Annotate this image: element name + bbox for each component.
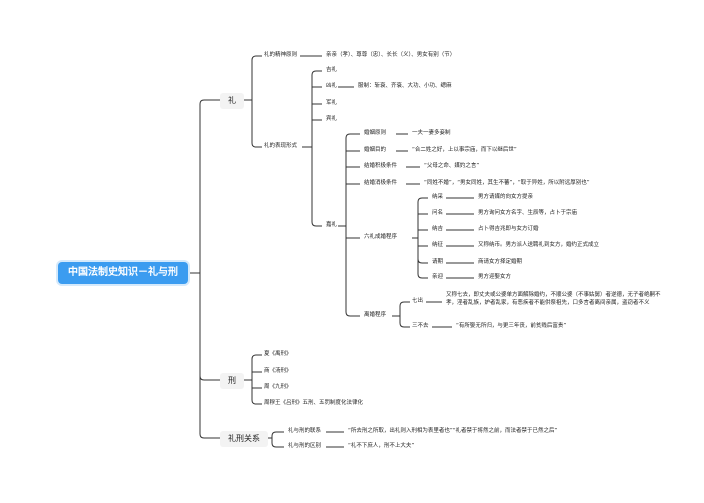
marriage-positive-value[interactable]: “父母之命、媒妁之言” xyxy=(424,163,480,169)
qichu-value[interactable]: 又称七去，即丈夫或公婆单方面解除婚约，不顺公婆（不事姑舅）者逆德，无子者绝嗣不孝… xyxy=(446,292,661,307)
li-spirit-value[interactable]: 亲亲（孝）、尊尊（忠）、长长（义）、男女有别（节） xyxy=(326,52,456,58)
relation-diff-label[interactable]: 礼与刑的区别 xyxy=(288,443,322,449)
marriage-negative-value[interactable]: “同姓不婚”，“男女同姓，其生不蕃”，“取于异姓，所以附远厚别也” xyxy=(424,180,590,186)
qichu-label[interactable]: 七出 xyxy=(412,298,424,304)
branch-relation[interactable]: 礼刑关系 xyxy=(220,431,268,447)
marriage-positive-label[interactable]: 结婚积极条件 xyxy=(364,163,398,169)
six-rite-value[interactable]: 商请女方择定婚期 xyxy=(478,259,523,265)
six-rite-value[interactable]: 男方询问女方名字、生辰等，占卜于宗庙 xyxy=(478,210,578,216)
six-rite-label[interactable]: 纳征 xyxy=(432,242,444,248)
six-rite-value[interactable]: 又称纳币。男方派人送聘礼到女方，婚约正式成立 xyxy=(478,242,600,248)
sanbuqu-label[interactable]: 三不去 xyxy=(412,323,429,329)
six-rite-label[interactable]: 问名 xyxy=(432,210,444,216)
rite-bin[interactable]: 宾礼 xyxy=(326,116,338,122)
rite-ji[interactable]: 吉礼 xyxy=(326,67,338,73)
rite-xiong[interactable]: 凶礼 xyxy=(326,83,338,89)
divorce-label[interactable]: 离婚程序 xyxy=(364,312,387,318)
six-rite-label[interactable]: 纳采 xyxy=(432,194,444,200)
marriage-principle-value[interactable]: 一夫一妻多妾制 xyxy=(412,130,451,136)
relation-diff-value[interactable]: “礼不下庶人，刑不上大夫” xyxy=(348,443,415,449)
branch-xing[interactable]: 刑 xyxy=(220,373,244,389)
xing-item[interactable]: 周《九刑》 xyxy=(264,384,292,390)
marriage-principle-label[interactable]: 婚姻原则 xyxy=(364,130,387,136)
xing-item[interactable]: 夏《禹刑》 xyxy=(264,351,292,357)
sanbuqu-value[interactable]: “有所娶无所归，与更三年丧，前贫贱后富贵” xyxy=(456,323,567,329)
six-rite-label[interactable]: 请期 xyxy=(432,259,444,265)
marriage-negative-label[interactable]: 结婚消极条件 xyxy=(364,180,398,186)
rite-jia[interactable]: 嘉礼 xyxy=(326,222,338,228)
root-topic[interactable]: 中国法制史知识－礼与刑 xyxy=(58,262,188,284)
six-rite-label[interactable]: 亲迎 xyxy=(432,274,444,280)
relation-link-label[interactable]: 礼与刑的联系 xyxy=(288,428,322,434)
six-rites-label[interactable]: 六礼成婚程序 xyxy=(364,234,398,240)
six-rite-label[interactable]: 纳吉 xyxy=(432,226,444,232)
xing-item[interactable]: 商《汤刑》 xyxy=(264,368,292,374)
six-rite-value[interactable]: 男方请媒的向女方提亲 xyxy=(478,194,534,200)
six-rite-value[interactable]: 男方迎娶女方 xyxy=(478,274,512,280)
relation-link-value[interactable]: “所去刑之所取，出礼则入刑相为表里者也”“礼者禁于将然之前，而法者禁于已然之后” xyxy=(348,428,558,434)
six-rite-value[interactable]: 占卜得吉兆即与女方订婚 xyxy=(478,226,539,232)
rite-jun[interactable]: 军礼 xyxy=(326,100,338,106)
marriage-purpose-label[interactable]: 婚姻目的 xyxy=(364,147,387,153)
li-forms-label[interactable]: 礼的表现形式 xyxy=(264,143,298,149)
xing-item[interactable]: 周穆王《吕刑》五刑、五罚制度化法律化 xyxy=(264,400,364,406)
rite-xiong-detail[interactable]: 服制：斩衰、齐衰、大功、小功、缌麻 xyxy=(358,83,452,89)
marriage-purpose-value[interactable]: “合二姓之好，上以事宗庙，而下以继后世” xyxy=(412,147,517,153)
branch-li[interactable]: 礼 xyxy=(220,93,244,109)
li-spirit-label[interactable]: 礼的精神原则 xyxy=(264,52,298,58)
